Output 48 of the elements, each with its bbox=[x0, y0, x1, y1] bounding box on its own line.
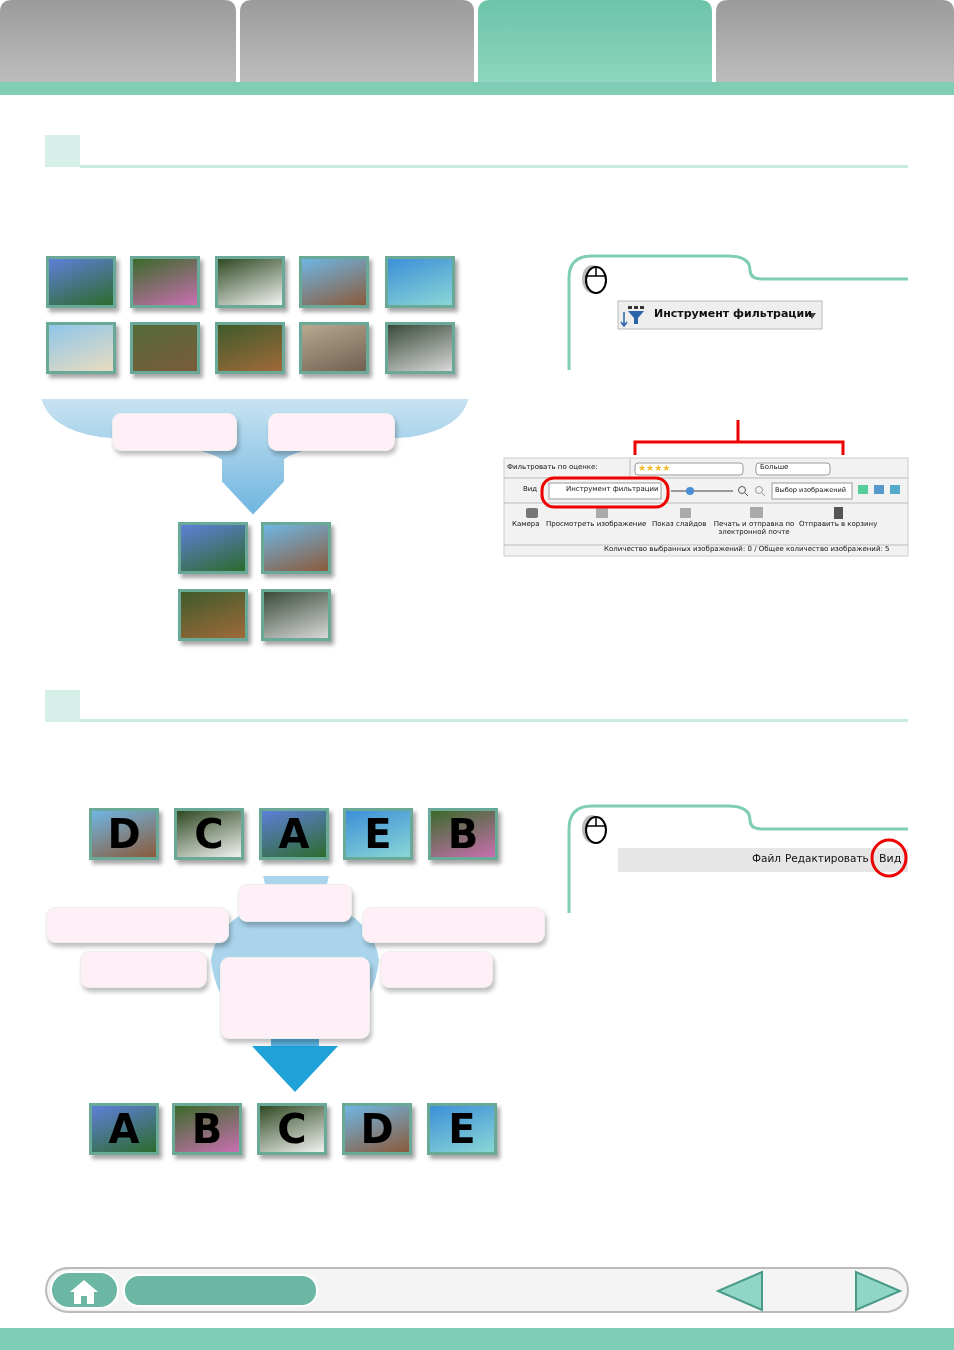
menu-item: Файл bbox=[752, 853, 781, 865]
photo-thumbnail bbox=[89, 1103, 159, 1155]
letter-label: C bbox=[277, 1109, 307, 1149]
photo-placeholder bbox=[178, 522, 248, 574]
photo-placeholder bbox=[299, 322, 369, 374]
letter-label: B bbox=[191, 1109, 223, 1149]
letter-label: C bbox=[194, 814, 224, 854]
star-rating-icon: ★★★★ bbox=[638, 464, 671, 474]
letter-label: A bbox=[108, 1109, 140, 1149]
photo-placeholder bbox=[385, 256, 455, 308]
empty-label-box bbox=[112, 413, 237, 451]
empty-label-box bbox=[46, 907, 229, 943]
letter-label: D bbox=[107, 814, 141, 854]
photo-thumbnail bbox=[342, 1103, 412, 1155]
photo-placeholder bbox=[215, 322, 285, 374]
photo-thumbnail bbox=[259, 808, 329, 860]
photo-placeholder bbox=[261, 589, 331, 641]
photo-placeholder bbox=[261, 522, 331, 574]
letter-label: D bbox=[360, 1109, 394, 1149]
letter-label: E bbox=[364, 814, 392, 854]
photo-placeholder bbox=[178, 589, 248, 641]
photo-placeholder bbox=[385, 322, 455, 374]
photo-thumbnail bbox=[174, 808, 244, 860]
menu-item: Редактировать bbox=[785, 853, 869, 865]
photo-placeholder bbox=[130, 256, 200, 308]
empty-label-box bbox=[220, 957, 370, 1039]
letter-label: B bbox=[447, 814, 479, 854]
photo-thumbnail bbox=[343, 808, 413, 860]
empty-label-box bbox=[380, 951, 493, 988]
photo-placeholder bbox=[46, 256, 116, 308]
menu-item: Вид bbox=[879, 853, 902, 866]
photo-thumbnail bbox=[428, 808, 498, 860]
block-arrow bbox=[252, 1039, 338, 1092]
photo-thumbnail bbox=[89, 808, 159, 860]
letter-label: A bbox=[278, 814, 310, 854]
photo-thumbnail bbox=[427, 1103, 497, 1155]
photo-thumbnail bbox=[172, 1103, 242, 1155]
empty-label-box bbox=[238, 884, 352, 922]
empty-label-box bbox=[80, 951, 207, 988]
empty-label-box bbox=[268, 413, 395, 451]
button-label: Инструмент фильтрации bbox=[654, 308, 812, 321]
photo-placeholder bbox=[130, 322, 200, 374]
photo-placeholder bbox=[46, 322, 116, 374]
photo-placeholder bbox=[215, 256, 285, 308]
photo-placeholder bbox=[299, 256, 369, 308]
letter-label: E bbox=[448, 1109, 476, 1149]
empty-label-box bbox=[362, 907, 545, 943]
photo-thumbnail bbox=[257, 1103, 327, 1155]
